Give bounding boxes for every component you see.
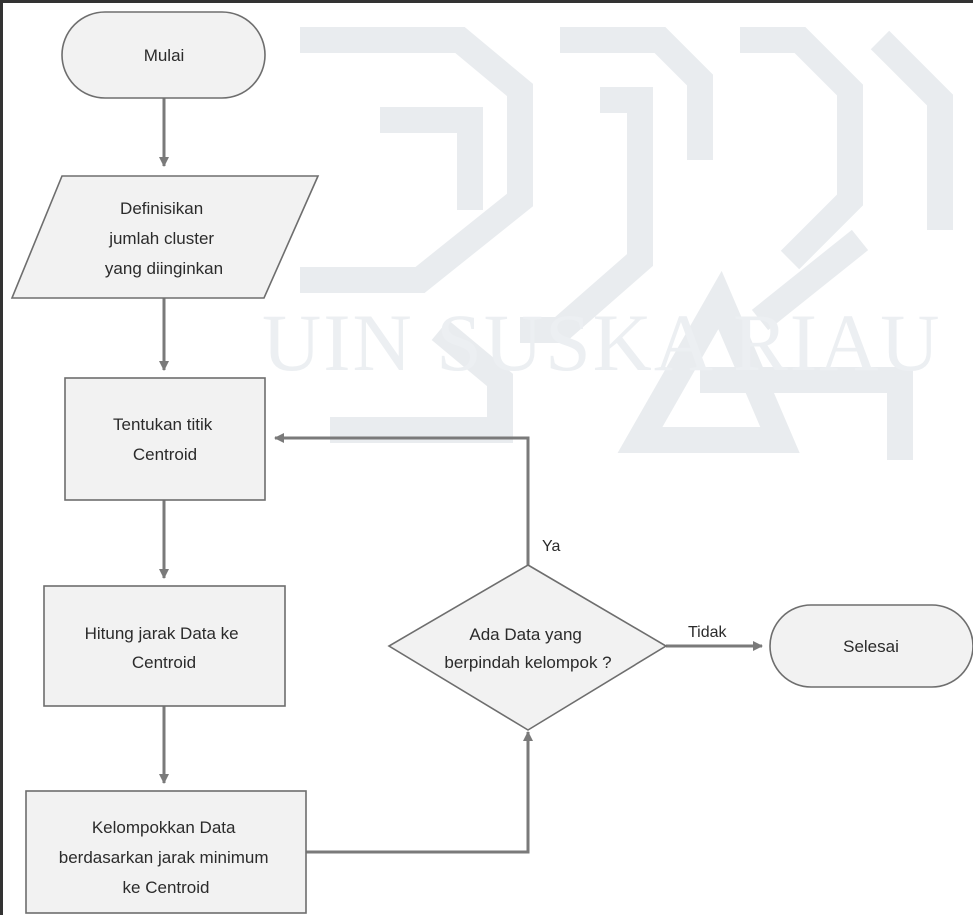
- start-terminator: Mulai: [61, 11, 266, 99]
- input-label-line-3: yang diinginkan: [105, 259, 223, 278]
- distance-label-line-1: Hitung jarak Data ke: [85, 624, 239, 643]
- watermark-logo: [300, 27, 953, 460]
- svg-text:Definisikan jumlah clust: Definisikan jumlah cluster yang diingink…: [105, 199, 223, 278]
- connectors: [159, 98, 763, 854]
- process-compute-distance: Hitung jarak Data ke Centroid: [43, 585, 286, 707]
- svg-text:Selesai: Selesai: [843, 637, 899, 656]
- input-label-line-1: Definisikan: [120, 199, 203, 218]
- svg-text:Hitung jarak Data ke Cen: Hitung jarak Data ke Centroid: [85, 624, 244, 672]
- arrow-decision-yes-to-centroid: [274, 433, 530, 565]
- decision-diamond: Ada Data yang berpindah kelompok ?: [387, 564, 668, 731]
- input-parallelogram: Definisikan jumlah cluster yang diingink…: [10, 175, 320, 299]
- process-group-data: Kelompokkan Data berdasarkan jarak minim…: [25, 790, 307, 914]
- distance-label-line-2: Centroid: [132, 653, 196, 672]
- decision-label-line-1: Ada Data yang: [469, 625, 581, 644]
- centroid-label-line-1: Tentukan titik: [113, 415, 213, 434]
- group-label-line-1: Kelompokkan Data: [92, 818, 236, 837]
- watermark-text: UIN SUSKA RIAU: [262, 297, 942, 388]
- input-label-line-2: jumlah cluster: [108, 229, 214, 248]
- edge-label-yes: Ya: [542, 538, 560, 555]
- edge-label-no: Tidak: [688, 624, 728, 641]
- end-label: Selesai: [843, 637, 899, 656]
- svg-text:Tentukan titik Centroid: Tentukan titik Centroid: [113, 415, 217, 464]
- centroid-label-line-2: Centroid: [133, 445, 197, 464]
- svg-text:Mulai: Mulai: [144, 46, 185, 65]
- svg-text:Kelompokkan Data berdasa: Kelompokkan Data berdasarkan jarak minim…: [59, 818, 273, 897]
- start-label: Mulai: [144, 46, 185, 65]
- svg-text:Ada Data yang berpindah: Ada Data yang berpindah kelompok ?: [444, 625, 611, 672]
- end-terminator: Selesai: [769, 604, 973, 688]
- arrow-group-to-decision: [306, 731, 533, 854]
- process-determine-centroid: Tentukan titik Centroid: [64, 377, 266, 501]
- decision-label-line-2: berpindah kelompok ?: [444, 653, 611, 672]
- group-label-line-3: ke Centroid: [123, 878, 210, 897]
- group-label-line-2: berdasarkan jarak minimum: [59, 848, 269, 867]
